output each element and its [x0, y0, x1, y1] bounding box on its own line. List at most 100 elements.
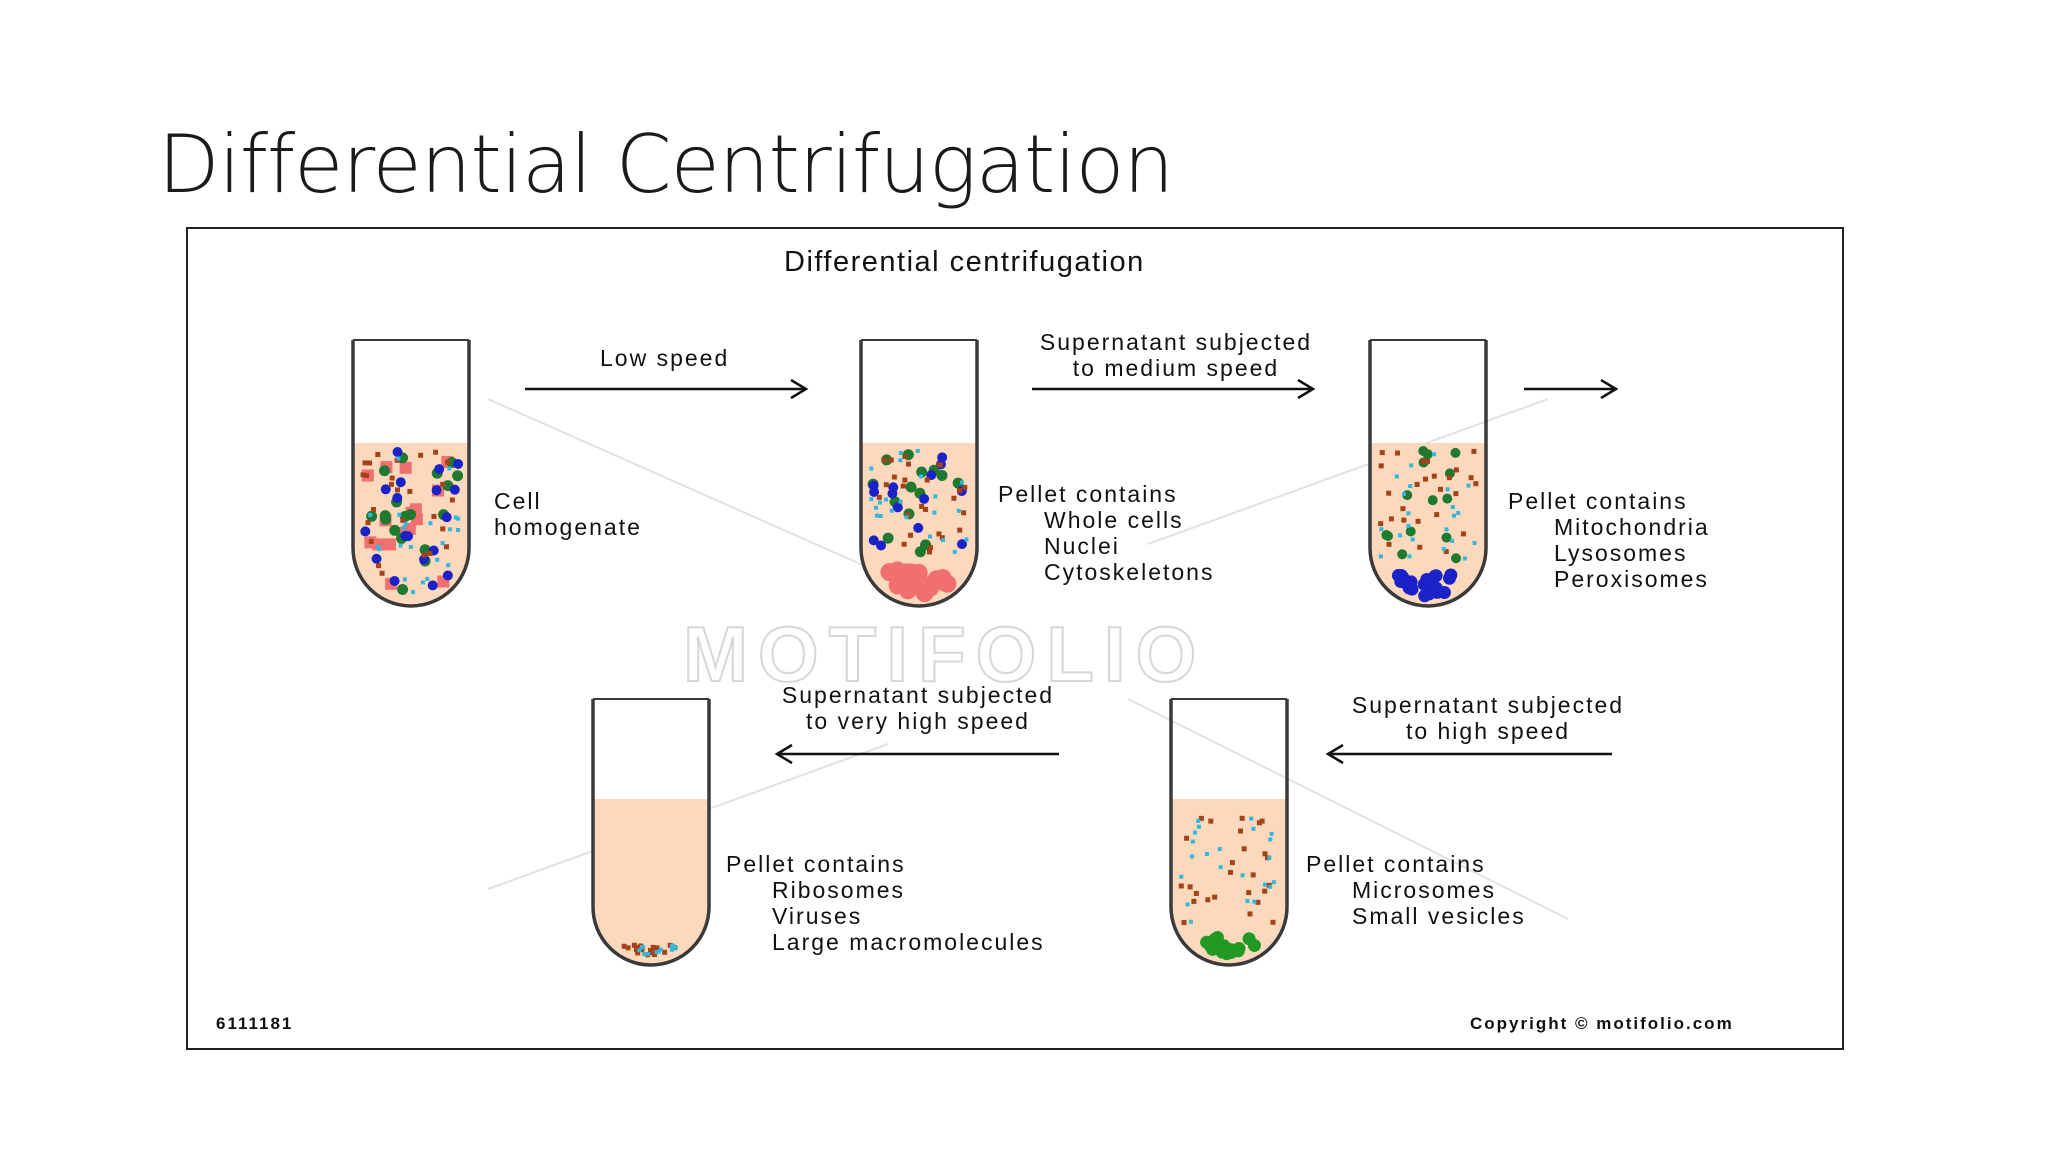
pellet-cyan-particle — [646, 952, 651, 957]
small-particle — [389, 475, 395, 481]
cyan-particle — [1398, 533, 1403, 538]
tube5-heading: Pellet contains — [726, 851, 906, 877]
pellet-mitochondria — [1443, 571, 1457, 585]
nucleus-particle — [1450, 447, 1461, 458]
small-particle — [1239, 815, 1245, 821]
nucleus-particle — [389, 524, 401, 536]
small-particle — [888, 457, 894, 463]
small-particle — [1246, 890, 1252, 896]
small-particle — [1378, 463, 1384, 469]
small-particle — [1250, 872, 1256, 878]
small-particle — [1443, 549, 1449, 555]
cyan-particle — [941, 538, 946, 543]
arrow5-label-line1: Supernatant subjected — [781, 682, 1055, 708]
cyan-particle — [1450, 538, 1455, 543]
cyan-particle — [869, 466, 874, 471]
nucleus-particle — [882, 532, 894, 544]
small-particle — [1256, 820, 1262, 826]
cyan-particle — [927, 534, 932, 539]
pellet-small-particle — [650, 949, 656, 955]
tube5-item: Large macromolecules — [772, 929, 1045, 955]
cyan-particle — [1466, 483, 1471, 488]
small-particle — [367, 460, 373, 466]
cyan-particle — [869, 497, 874, 502]
small-particle — [882, 457, 888, 463]
tube1-label: Cell homogenate — [494, 488, 642, 540]
small-particle — [1453, 491, 1459, 497]
small-particle — [919, 503, 925, 509]
small-particle — [1417, 544, 1423, 550]
cyan-particle — [411, 590, 416, 595]
tube3-item: Peroxisomes — [1554, 566, 1709, 592]
small-particle — [1414, 481, 1420, 487]
small-particle — [1259, 818, 1265, 824]
cyan-particle — [375, 544, 380, 549]
cyan-particle — [456, 528, 461, 533]
cyan-particle — [1472, 540, 1477, 545]
whole-cell-particle — [399, 461, 412, 474]
pellet-small-particle — [652, 952, 658, 958]
tube3-pellet-label: Pellet contains Mitochondria Lysosomes P… — [1508, 488, 1710, 592]
small-particle — [375, 452, 381, 458]
figure-id: 6111181 — [216, 1014, 294, 1033]
small-particle — [962, 484, 968, 490]
tube3-tube — [1368, 339, 1488, 608]
cyan-particle — [1445, 487, 1450, 492]
arrow-very-high-speed — [774, 743, 1059, 765]
mitochondrion-particle — [453, 458, 464, 469]
cyan-particle — [964, 537, 969, 542]
cyan-particle — [1268, 837, 1273, 842]
cyan-particle — [1379, 527, 1384, 532]
arrow4-label: Supernatant subjected to high speed — [1318, 692, 1658, 744]
small-particle — [1247, 911, 1253, 917]
mitochondrion-particle — [449, 484, 460, 495]
cyan-particle — [1205, 851, 1210, 856]
small-particle — [379, 570, 385, 576]
cyan-particle — [898, 458, 903, 463]
cyan-particle — [428, 521, 433, 526]
small-particle — [1415, 518, 1421, 524]
watermark-text: MOTIFOLIO — [682, 609, 1207, 699]
small-particle — [1181, 920, 1187, 926]
small-particle — [1205, 897, 1211, 903]
cyan-particle — [915, 449, 920, 454]
small-particle — [445, 459, 451, 465]
small-particle — [1420, 458, 1426, 464]
cyan-particle — [1394, 474, 1399, 479]
pellet-small-particle — [621, 943, 627, 949]
nucleus-particle — [936, 469, 948, 481]
small-particle — [902, 453, 908, 459]
cyan-particle — [1444, 527, 1449, 532]
mitochondrion-particle — [919, 493, 930, 504]
cyan-particle — [877, 500, 882, 505]
cyan-particle — [1271, 880, 1276, 885]
tube2-item: Cytoskeletons — [1044, 559, 1215, 585]
diagram-figure: MOTIFOLIO Differential centrifugation Ce… — [186, 227, 1844, 1050]
cyan-particle — [1217, 847, 1222, 852]
cyan-particle — [1462, 556, 1467, 561]
cyan-particle — [420, 580, 425, 585]
small-particle — [1184, 835, 1190, 841]
small-particle — [1423, 476, 1429, 482]
nucleus-particle — [1397, 549, 1408, 560]
small-particle — [1193, 890, 1199, 896]
cyan-particle — [960, 480, 965, 485]
cyan-particle — [1262, 882, 1267, 887]
arrow1-label: Low speed — [600, 345, 730, 371]
cyan-particle — [956, 508, 961, 513]
small-particle — [449, 497, 455, 503]
cyan-particle — [447, 527, 452, 532]
small-particle — [1208, 818, 1214, 824]
cyan-particle — [952, 549, 957, 554]
mitochondrion-particle — [876, 540, 887, 551]
cyan-particle — [1269, 831, 1274, 836]
cyan-particle — [1249, 816, 1254, 821]
small-particle — [1255, 899, 1261, 905]
tube1-tube — [351, 339, 471, 608]
tube5-tube — [591, 698, 711, 967]
cyan-particle — [368, 512, 373, 517]
small-particle — [908, 532, 914, 538]
cyan-particle — [874, 505, 879, 510]
tube5-item: Viruses — [772, 903, 863, 929]
cyan-particle — [446, 563, 451, 568]
